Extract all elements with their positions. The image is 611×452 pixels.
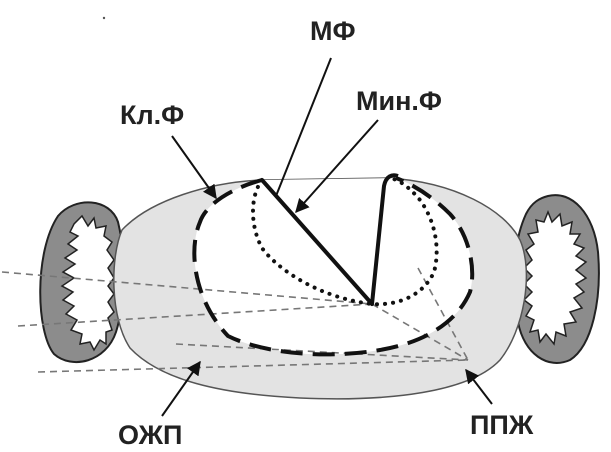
label-ppzh: ППЖ [470,410,534,440]
label-ozhp: ОЖП [118,420,182,450]
kl-f-arrow [172,136,216,198]
inner-cavity [194,178,472,354]
label-min-f: Мин.Ф [356,86,442,116]
label-mf: МФ [310,16,356,46]
mf-arrow [276,58,331,196]
label-kl-f: Кл.Ф [120,100,184,130]
speck-dot [103,17,105,19]
